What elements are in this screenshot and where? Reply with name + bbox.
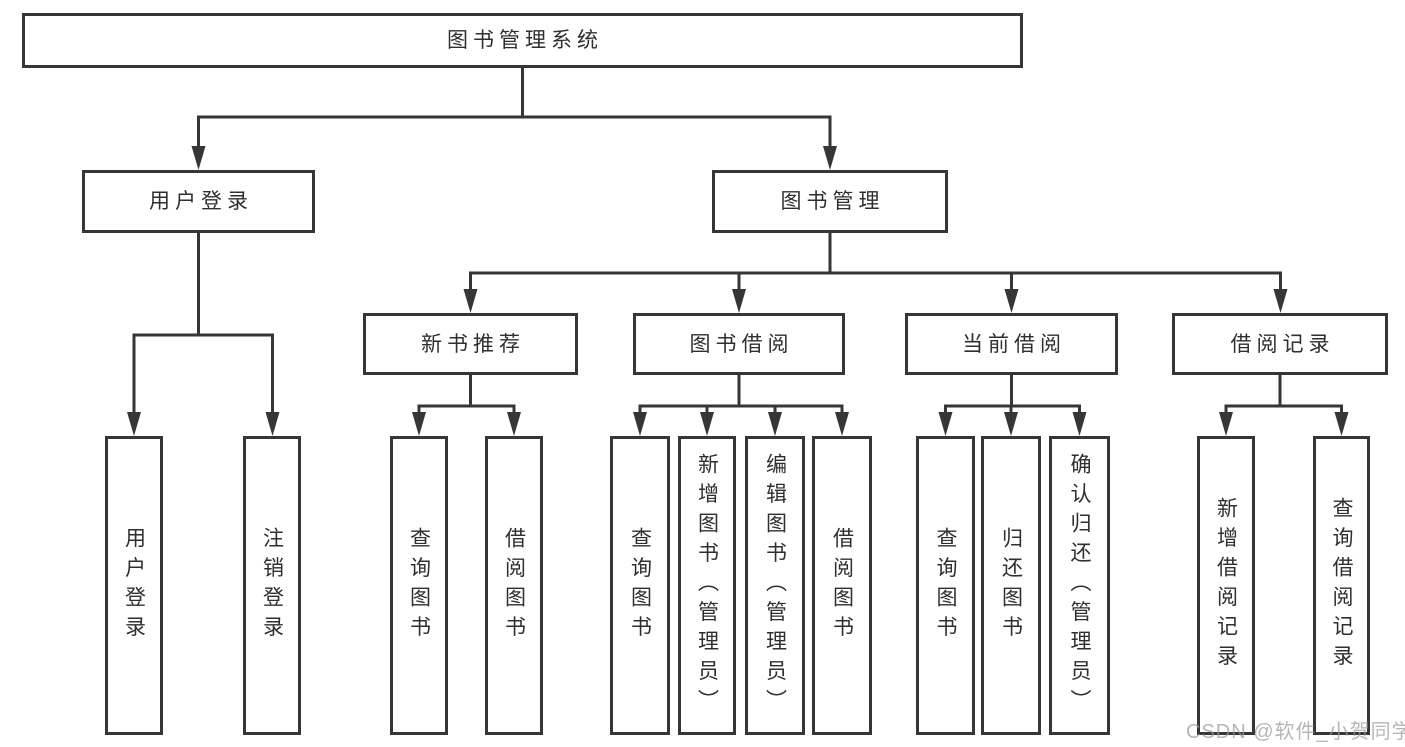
node-current-borrowing: 当前借阅 [905, 313, 1118, 375]
leaf-logout-label: 注销登录 [260, 526, 284, 645]
node-root-label: 图书管理系统 [447, 29, 603, 52]
leaf-confirm-return-admin-label: 确认归还（管理员） [1068, 452, 1091, 719]
leaf-query-books-recommend-label: 查询图书 [407, 526, 431, 645]
leaf-add-borrow-record: 新增借阅记录 [1197, 436, 1255, 735]
leaf-query-books-borrowing-label: 查询图书 [628, 526, 652, 645]
leaf-query-books-current-label: 查询图书 [934, 526, 957, 645]
leaf-query-borrow-record: 查询借阅记录 [1313, 436, 1370, 735]
leaf-query-books-borrowing: 查询图书 [610, 436, 670, 735]
leaf-borrow-books-borrowing-label: 借阅图书 [830, 526, 854, 645]
node-user-login-label: 用户登录 [149, 190, 253, 213]
node-book-borrowing-label: 图书借阅 [689, 332, 794, 356]
leaf-borrow-books-borrowing: 借阅图书 [812, 436, 872, 735]
node-borrowing-records: 借阅记录 [1172, 313, 1388, 375]
node-user-login: 用户登录 [82, 170, 315, 233]
leaf-query-books-recommend: 查询图书 [390, 436, 448, 735]
node-root: 图书管理系统 [22, 13, 1023, 68]
node-new-book-recommend: 新书推荐 [363, 313, 578, 375]
leaf-user-login: 用户登录 [105, 436, 163, 735]
leaf-confirm-return-admin: 确认归还（管理员） [1049, 436, 1110, 735]
leaf-borrow-books-recommend: 借阅图书 [485, 436, 543, 735]
node-current-borrowing-label: 当前借阅 [962, 332, 1066, 356]
watermark: CSDN @软件_小贺同学 [1186, 721, 1405, 743]
node-new-book-recommend-label: 新书推荐 [421, 332, 525, 356]
node-borrowing-records-label: 借阅记录 [1230, 332, 1335, 356]
leaf-return-books: 归还图书 [981, 436, 1041, 735]
leaf-query-borrow-record-label: 查询借阅记录 [1330, 497, 1353, 674]
leaf-add-borrow-record-label: 新增借阅记录 [1214, 497, 1238, 674]
node-book-management-label: 图书管理 [780, 190, 885, 213]
node-book-management: 图书管理 [712, 170, 948, 233]
leaf-logout: 注销登录 [243, 436, 301, 735]
leaf-edit-books-admin-label: 编辑图书（管理员） [763, 452, 787, 719]
leaf-borrow-books-recommend-label: 借阅图书 [502, 526, 526, 645]
leaf-return-books-label: 归还图书 [999, 526, 1023, 645]
leaf-edit-books-admin: 编辑图书（管理员） [745, 436, 805, 735]
leaf-query-books-current: 查询图书 [916, 436, 975, 735]
leaf-add-books-admin-label: 新增图书（管理员） [695, 452, 719, 719]
node-book-borrowing: 图书借阅 [633, 313, 845, 375]
leaf-user-login-label: 用户登录 [122, 526, 146, 645]
leaf-add-books-admin: 新增图书（管理员） [678, 436, 736, 735]
